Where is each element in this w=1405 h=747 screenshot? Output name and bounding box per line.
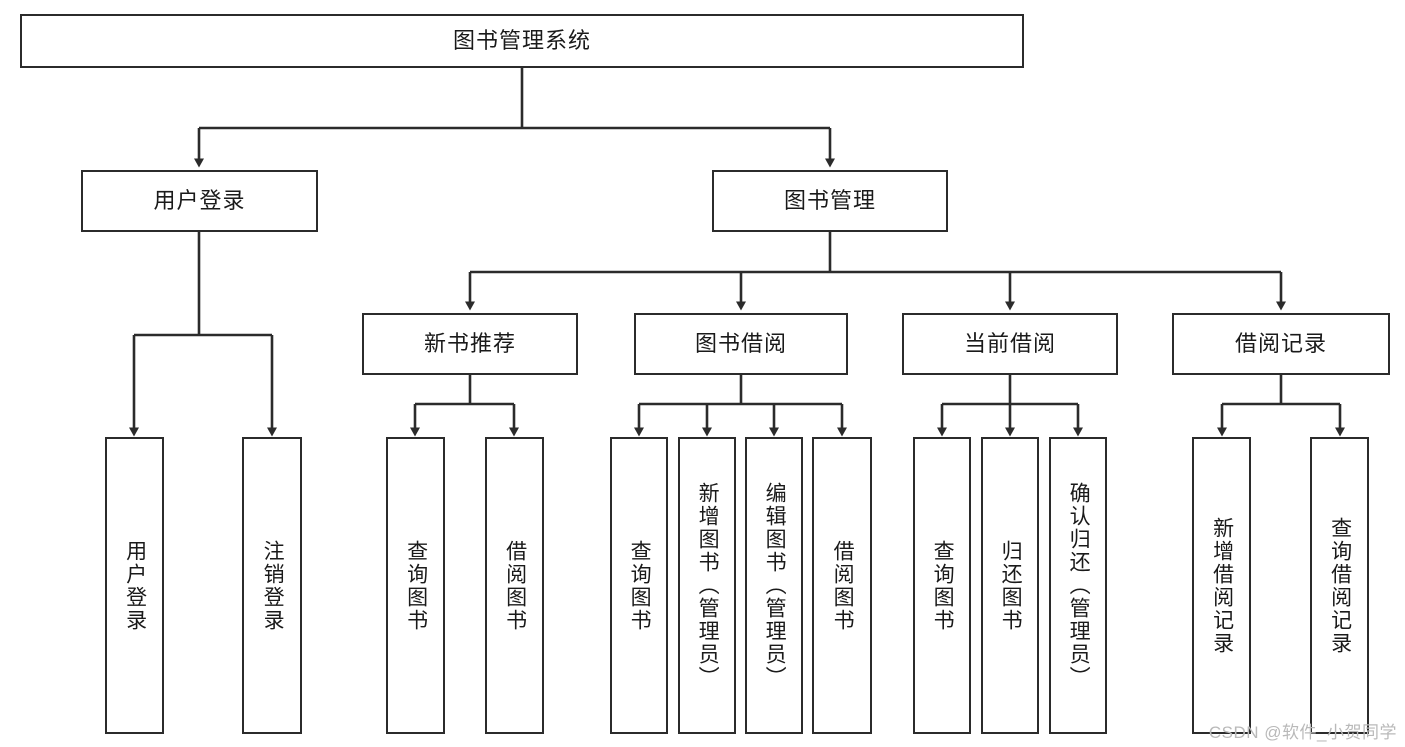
csdn-watermark: CSDN @软件_小贺同学 [1208,723,1397,742]
node-label: 编辑图书（管理员） [763,482,787,689]
node-label: 用户登录 [153,187,246,213]
leaf-user-login-logout[interactable]: 注销登录 [242,437,302,734]
leaf-record-query-record[interactable]: 查询借阅记录 [1310,437,1369,734]
node-label: 新书推荐 [423,330,516,356]
node-label: 确认归还（管理员） [1067,482,1091,689]
node-label: 查询图书 [931,539,955,632]
node-label: 借阅图书 [831,539,855,632]
leaf-record-add-record[interactable]: 新增借阅记录 [1192,437,1251,734]
leaf-borrow-query-book[interactable]: 查询图书 [610,437,668,734]
node-label: 查询图书 [404,539,428,632]
node-label: 图书借阅 [694,330,787,356]
leaf-current-query-book[interactable]: 查询图书 [913,437,971,734]
node-label: 借阅图书 [503,539,527,632]
node-label: 查询图书 [628,539,652,632]
node-label: 图书管理 [783,187,876,213]
node-label: 图书管理系统 [452,27,591,53]
leaf-borrow-edit-book-admin[interactable]: 编辑图书（管理员） [745,437,803,734]
node-label: 用户登录 [123,539,147,632]
node-label: 新增图书（管理员） [696,482,720,689]
node-label: 新增借阅记录 [1210,516,1234,655]
leaf-borrow-borrow-book[interactable]: 借阅图书 [812,437,872,734]
node-current-borrow[interactable]: 当前借阅 [902,313,1118,375]
node-book-borrow[interactable]: 图书借阅 [634,313,848,375]
leaf-user-login-login[interactable]: 用户登录 [105,437,164,734]
leaf-current-confirm-return-admin[interactable]: 确认归还（管理员） [1049,437,1107,734]
node-label: 归还图书 [999,539,1023,632]
leaf-new-book-query[interactable]: 查询图书 [386,437,445,734]
node-label: 当前借阅 [963,330,1056,356]
node-label: 查询借阅记录 [1328,516,1352,655]
node-label: 注销登录 [261,539,285,632]
node-user-login[interactable]: 用户登录 [81,170,318,232]
leaf-borrow-add-book-admin[interactable]: 新增图书（管理员） [678,437,736,734]
leaf-current-return-book[interactable]: 归还图书 [981,437,1039,734]
node-borrow-record[interactable]: 借阅记录 [1172,313,1390,375]
node-label: 借阅记录 [1234,330,1327,356]
node-book-management[interactable]: 图书管理 [712,170,948,232]
leaf-new-book-borrow[interactable]: 借阅图书 [485,437,544,734]
node-new-book-recommendation[interactable]: 新书推荐 [362,313,578,375]
node-root-book-management-system[interactable]: 图书管理系统 [20,14,1024,68]
